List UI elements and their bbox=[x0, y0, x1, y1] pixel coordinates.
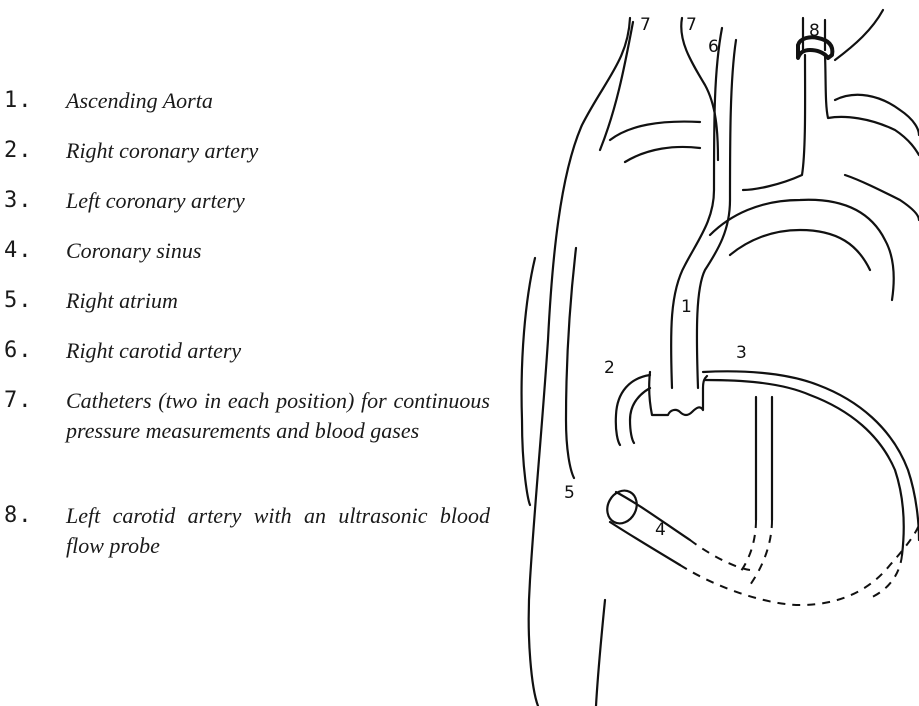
circumflex-dash bbox=[870, 555, 902, 598]
right-outer-vessel-2 bbox=[845, 175, 919, 220]
label-2: 2 bbox=[604, 358, 615, 378]
right-coronary-inner bbox=[630, 388, 650, 443]
left-coronary-lower bbox=[705, 380, 904, 555]
label-6: 6 bbox=[708, 37, 719, 57]
left-contour-far bbox=[522, 258, 535, 505]
right-outer-vessel bbox=[835, 95, 919, 135]
legend-text: Coronary sinus bbox=[66, 236, 490, 266]
legend-text: Left carotid artery with an ultrasonic b… bbox=[66, 501, 490, 561]
left-carotid-right bbox=[825, 55, 919, 155]
vena-cava-inner-line bbox=[566, 248, 576, 478]
legend-number: 7. bbox=[4, 386, 33, 416]
branch-left-bottom bbox=[625, 147, 700, 162]
label-3: 3 bbox=[736, 343, 747, 363]
legend-text: Right carotid artery bbox=[66, 336, 490, 366]
legend-number: 5. bbox=[4, 286, 33, 316]
lad-dash-left bbox=[738, 520, 756, 575]
label-7b: 7 bbox=[686, 15, 697, 35]
aortic-arch-inner bbox=[730, 230, 870, 270]
legend-text: Right atrium bbox=[66, 286, 490, 316]
neck-line-right bbox=[835, 10, 883, 60]
label-7a: 7 bbox=[640, 15, 651, 35]
legend-text: Ascending Aorta bbox=[66, 86, 490, 116]
legend-number: 1. bbox=[4, 86, 33, 116]
anatomy-drawing: 1 2 3 4 5 6 7 7 8 bbox=[500, 0, 919, 706]
label-4: 4 bbox=[655, 520, 666, 540]
lower-contour bbox=[596, 600, 605, 706]
branch-left-top bbox=[610, 122, 700, 140]
legend-number: 6. bbox=[4, 336, 33, 366]
legend-text: Left coronary artery bbox=[66, 186, 490, 216]
legend-number: 4. bbox=[4, 236, 33, 266]
left-carotid-left bbox=[743, 55, 805, 190]
coronary-sinus-bottom bbox=[610, 522, 680, 565]
legend-number: 2. bbox=[4, 136, 33, 166]
coronary-sinus-dash-top bbox=[690, 540, 750, 570]
legend-text: Catheters (two in each position) for con… bbox=[66, 386, 490, 446]
label-1: 1 bbox=[681, 297, 692, 317]
right-carotid-inner bbox=[697, 40, 736, 388]
lad-dash-right bbox=[750, 520, 772, 585]
legend-text: Right coronary artery bbox=[66, 136, 490, 166]
legend: 1. Ascending Aorta 2. Right coronary art… bbox=[0, 0, 500, 706]
coronary-sinus-opening bbox=[602, 485, 643, 528]
label-8: 8 bbox=[809, 21, 820, 41]
legend-number: 8. bbox=[4, 501, 33, 531]
coronary-sinus-dash-bottom bbox=[680, 525, 919, 605]
anatomy-diagram: 1 2 3 4 5 6 7 7 8 bbox=[500, 0, 919, 706]
right-coronary-outer bbox=[616, 375, 650, 445]
legend-number: 3. bbox=[4, 186, 33, 216]
label-5: 5 bbox=[564, 483, 575, 503]
